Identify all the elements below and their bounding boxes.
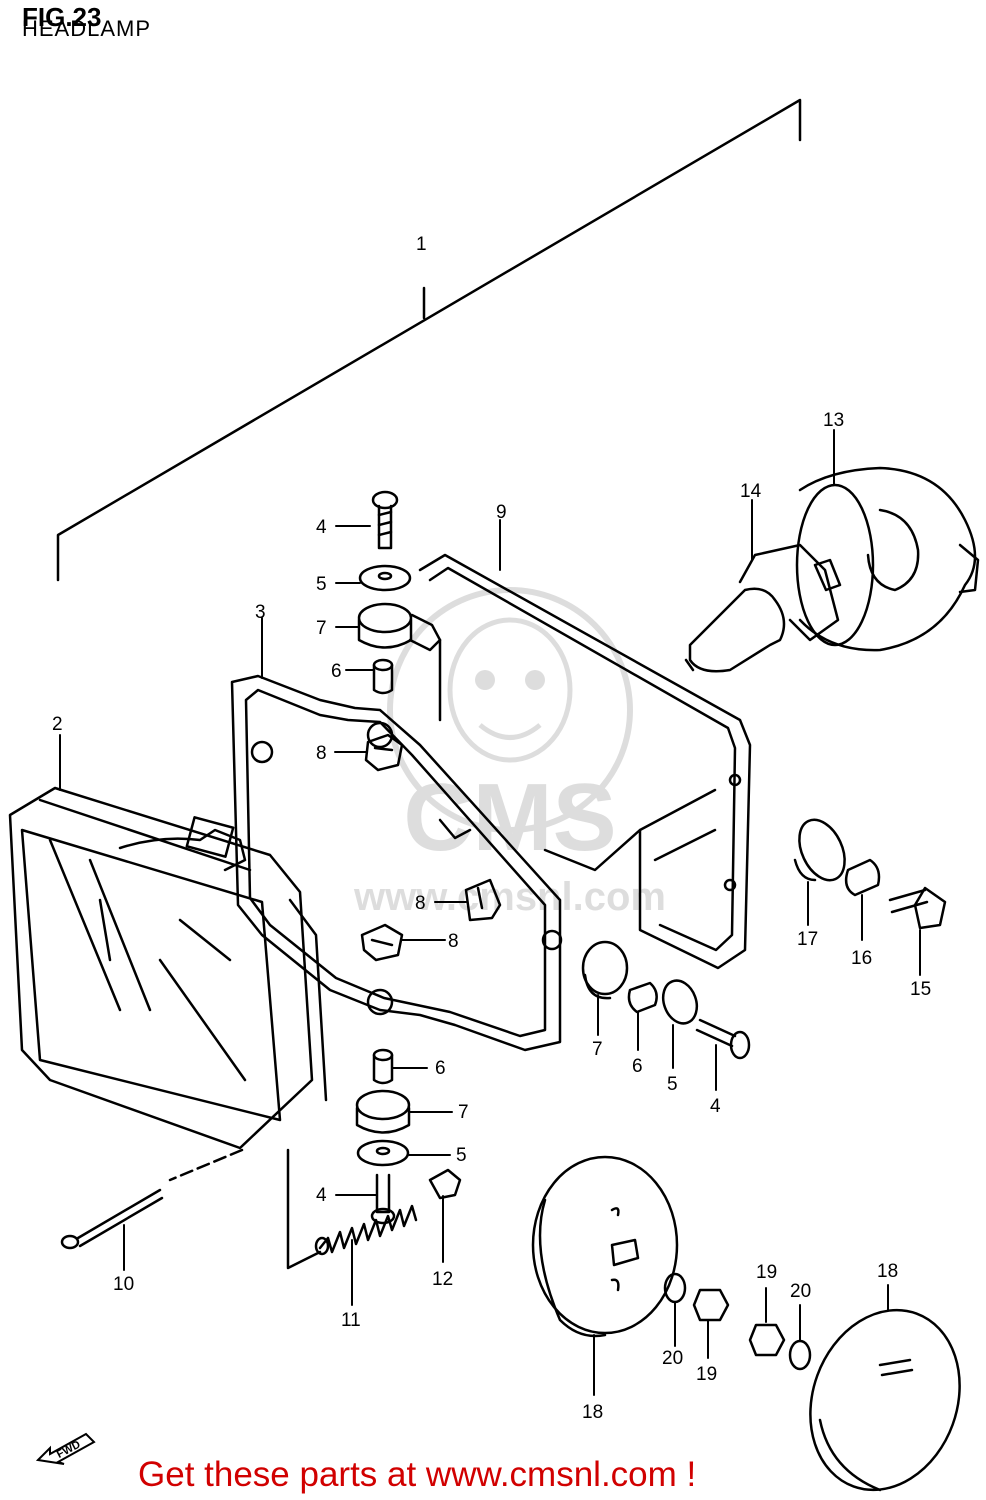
callout-11: 11: [341, 1310, 361, 1331]
callout-19b: 19: [756, 1262, 777, 1283]
screw-4c: [370, 1173, 396, 1225]
washer-20b: [788, 1339, 812, 1371]
washer-5b: [661, 979, 699, 1025]
figure-title: HEADLAMP: [22, 16, 152, 41]
callout-5a: 5: [316, 574, 327, 595]
lens-cover-18b: [809, 1308, 961, 1492]
bracket-line-11: [286, 1148, 322, 1270]
callout-4b: 4: [710, 1096, 721, 1117]
grommet-17: [793, 818, 846, 882]
spring-11: [314, 1204, 418, 1256]
nut-19b: [748, 1323, 786, 1357]
assembly-bracket-1: [56, 98, 802, 582]
socket-cover: [795, 466, 980, 652]
callout-4a: 4: [316, 517, 327, 538]
callout-5b: 5: [667, 1074, 678, 1095]
footer-parts-link[interactable]: Get these parts at www.cmsnl.com !: [138, 1455, 697, 1494]
nut-12: [428, 1168, 462, 1200]
collar-16: [844, 858, 881, 897]
nut-19a: [692, 1288, 730, 1322]
callout-14: 14: [740, 481, 762, 502]
headlamp-unit: [8, 786, 328, 1182]
washer-5c: [356, 1139, 410, 1167]
headlamp-case: [418, 553, 752, 970]
callout-6b: 6: [632, 1056, 643, 1077]
clip-nut-8b: [464, 878, 502, 922]
callout-15: 15: [910, 979, 931, 1000]
callout-7b: 7: [592, 1039, 603, 1060]
fwd-arrow-icon: FWD: [36, 1432, 96, 1465]
upper-screw-4: [371, 490, 399, 550]
upper-grommet-7: [357, 602, 442, 652]
adjust-screw-10: [60, 1188, 164, 1250]
callout-8a: 8: [316, 743, 327, 764]
leader-lines: [59, 429, 921, 1396]
headlamp-housing-rim: [230, 674, 563, 1052]
callout-16: 16: [851, 948, 872, 969]
callout-6a: 6: [331, 661, 342, 682]
clip-nut-8c: [360, 923, 404, 962]
rear-cover-18a: [531, 1155, 679, 1338]
callout-13: 13: [823, 410, 844, 431]
grommet-7c: [355, 1089, 411, 1134]
callout-8c: 8: [448, 931, 459, 952]
callout-20a: 20: [662, 1348, 683, 1369]
callout-6c: 6: [435, 1058, 446, 1079]
bolt-15: [888, 886, 947, 930]
collar-6c: [372, 1048, 394, 1085]
collar-6b: [627, 981, 658, 1014]
callout-7a: 7: [316, 618, 327, 639]
upper-washer-5: [358, 564, 412, 592]
upper-collar-6: [372, 658, 394, 695]
callout-3: 3: [255, 602, 266, 623]
callout-12: 12: [432, 1269, 453, 1290]
callout-17: 17: [797, 929, 818, 950]
callout-1: 1: [416, 234, 427, 255]
callout-19a: 19: [696, 1364, 717, 1385]
callout-2: 2: [52, 714, 63, 735]
callout-10: 10: [113, 1274, 134, 1295]
callout-8b: 8: [415, 893, 426, 914]
figure-number: FIG.23: [22, 2, 102, 32]
callout-18a: 18: [582, 1402, 603, 1423]
fwd-label: FWD: [55, 1438, 83, 1460]
callout-7c: 7: [458, 1102, 469, 1123]
callout-9: 9: [496, 502, 507, 523]
callout-4c: 4: [316, 1185, 327, 1206]
grommet-7b: [581, 940, 629, 1000]
headlamp-bulb: [684, 543, 842, 673]
clip-nut-8a: [364, 733, 404, 772]
callout-20b: 20: [790, 1281, 811, 1302]
callout-5c: 5: [456, 1145, 467, 1166]
callout-18b: 18: [877, 1261, 898, 1282]
screw-4b: [695, 1018, 751, 1060]
